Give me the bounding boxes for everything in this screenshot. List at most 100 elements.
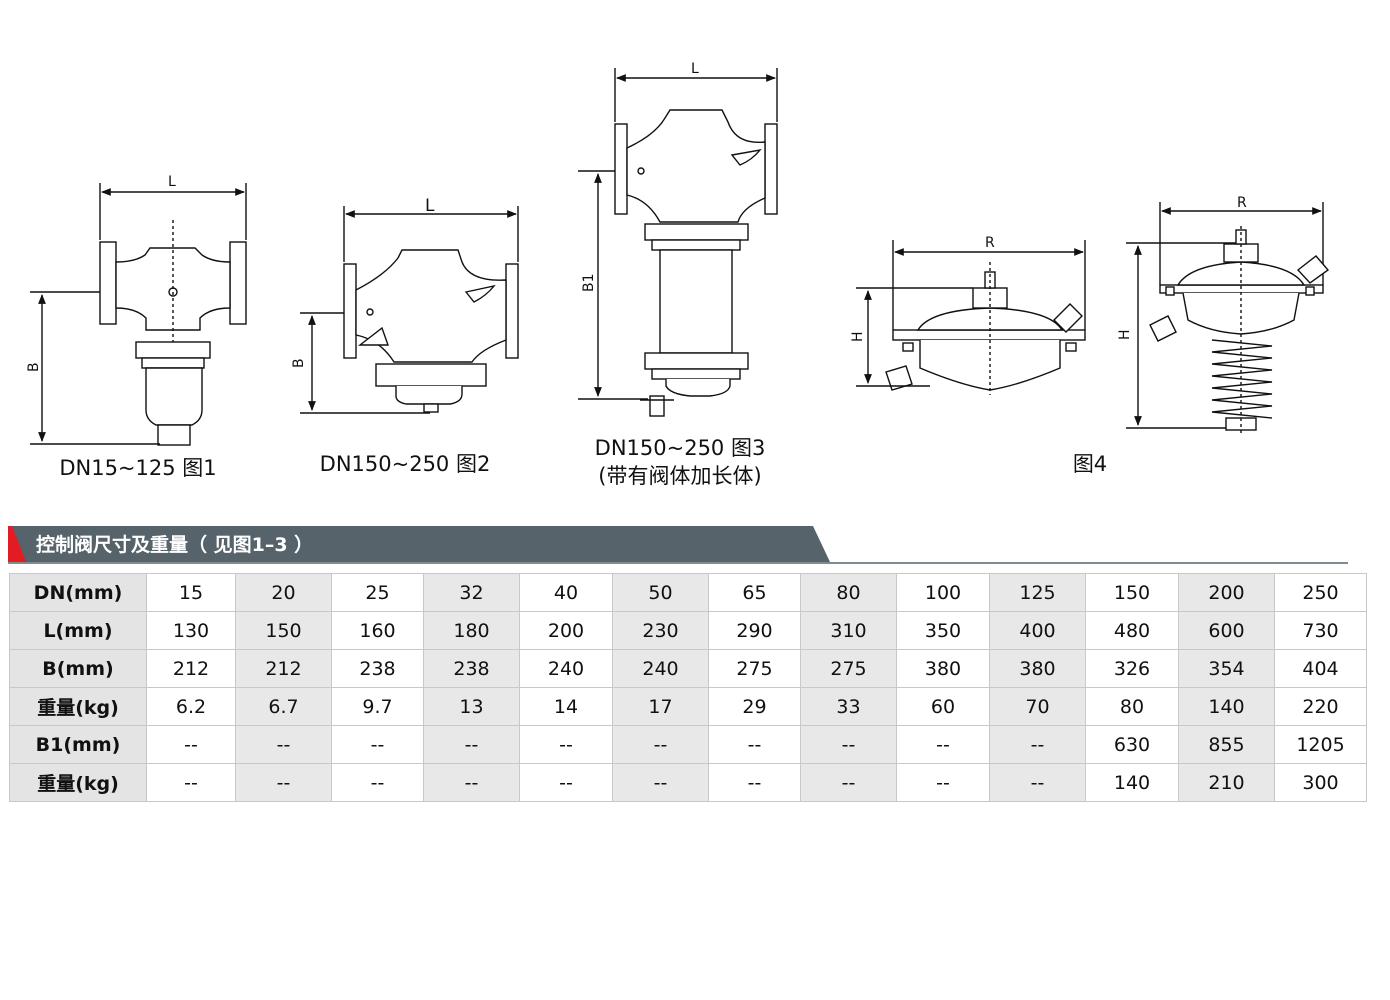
row-header: B(mm) [9, 649, 147, 688]
table-cell: 17 [612, 687, 709, 726]
table-cell: 212 [235, 649, 332, 688]
row-header: L(mm) [9, 611, 147, 650]
table-cell: 60 [896, 687, 990, 726]
table-cell: 140 [1085, 763, 1179, 802]
fig1-dim-B: B [26, 362, 42, 372]
table-cell: 230 [612, 611, 709, 650]
table-cell: 15 [146, 573, 236, 612]
table-cell: -- [800, 763, 897, 802]
table-cell: -- [989, 763, 1086, 802]
table-cell: 70 [989, 687, 1086, 726]
table-cell: 1205 [1274, 725, 1367, 764]
caption-line: (带有阀体加长体) [598, 464, 762, 488]
table-cell: 400 [989, 611, 1086, 650]
fig5-dim-H: H [1117, 329, 1133, 340]
table-cell: 350 [896, 611, 990, 650]
section-bar-fill [8, 526, 830, 562]
table-cell: 404 [1274, 649, 1367, 688]
table-cell: 290 [708, 611, 801, 650]
table-cell: 212 [146, 649, 236, 688]
table-cell: -- [896, 725, 990, 764]
fig2-dim-L: L [425, 196, 435, 216]
figure-2-drawing [300, 206, 519, 414]
table-cell: -- [146, 763, 236, 802]
caption-line: 图4 [1072, 452, 1108, 476]
table-cell: 6.7 [235, 687, 332, 726]
fig2-dim-B: B [291, 358, 307, 368]
table-cell: 180 [423, 611, 520, 650]
table-cell: 326 [1085, 649, 1179, 688]
row-header: 重量(kg) [9, 687, 147, 726]
table-cell: 125 [989, 573, 1086, 612]
caption-line: DN150~250 图3 [594, 436, 766, 460]
table-cell: 100 [896, 573, 990, 612]
table-cell: 480 [1085, 611, 1179, 650]
table-cell: -- [519, 763, 613, 802]
table-cell: 240 [519, 649, 613, 688]
table-cell: 250 [1274, 573, 1367, 612]
fig4-dim-H: H [850, 331, 866, 342]
table-cell: 80 [800, 573, 897, 612]
table-cell: 380 [896, 649, 990, 688]
row-header: 重量(kg) [9, 763, 147, 802]
table-cell: 380 [989, 649, 1086, 688]
row-header: DN(mm) [9, 573, 147, 612]
table-cell: 275 [800, 649, 897, 688]
table-cell: 600 [1178, 611, 1275, 650]
table-cell: 40 [519, 573, 613, 612]
table-cell: 200 [1178, 573, 1275, 612]
table-cell: 630 [1085, 725, 1179, 764]
table-cell: 730 [1274, 611, 1367, 650]
table-cell: 20 [235, 573, 332, 612]
section-bar-accent [8, 526, 26, 562]
table-cell: 300 [1274, 763, 1367, 802]
figure-1-drawing [30, 183, 247, 446]
table-cell: -- [708, 763, 801, 802]
table-cell: 25 [331, 573, 424, 612]
table-cell: -- [423, 725, 520, 764]
fig1-dim-L: L [168, 174, 176, 190]
table-cell: 200 [519, 611, 613, 650]
figure-4-drawing [856, 240, 1086, 395]
table-cell: 80 [1085, 687, 1179, 726]
fig4-dim-R: R [985, 235, 995, 251]
table-cell: -- [708, 725, 801, 764]
table-cell: 354 [1178, 649, 1275, 688]
table-cell: -- [896, 763, 990, 802]
caption-line: DN15~125 图1 [59, 456, 217, 480]
section-title: 控制阀尺寸及重量（ 见图1–3 ） [36, 534, 314, 556]
table-cell: 160 [331, 611, 424, 650]
table-cell: 150 [235, 611, 332, 650]
table-cell: -- [331, 725, 424, 764]
table-cell: 13 [423, 687, 520, 726]
table-cell: -- [146, 725, 236, 764]
table-cell: -- [331, 763, 424, 802]
table-cell: 6.2 [146, 687, 236, 726]
table-cell: 29 [708, 687, 801, 726]
row-header: B1(mm) [9, 725, 147, 764]
table-cell: 9.7 [331, 687, 424, 726]
figure-5-drawing [1126, 202, 1330, 435]
table-cell: 65 [708, 573, 801, 612]
table-cell: 130 [146, 611, 236, 650]
table-cell: 310 [800, 611, 897, 650]
table-cell: 140 [1178, 687, 1275, 726]
section-header-bar [8, 526, 1348, 564]
table-cell: 50 [612, 573, 709, 612]
fig3-dim-B1: B1 [581, 273, 597, 292]
table-cell: 238 [331, 649, 424, 688]
table-cell: 855 [1178, 725, 1275, 764]
table-cell: 210 [1178, 763, 1275, 802]
table-cell: 14 [519, 687, 613, 726]
table-cell: 32 [423, 573, 520, 612]
table-cell: -- [519, 725, 613, 764]
table-cell: 220 [1274, 687, 1367, 726]
table-cell: 238 [423, 649, 520, 688]
table-cell: -- [423, 763, 520, 802]
